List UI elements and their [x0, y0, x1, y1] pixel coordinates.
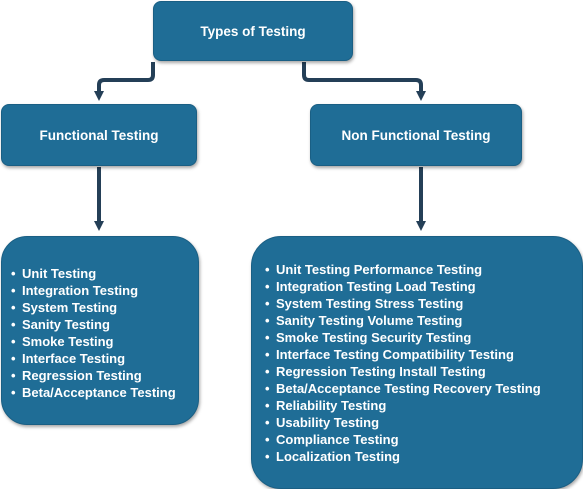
functional-testing-list: •Unit Testing •Integration Testing •Syst… [11, 265, 176, 401]
list-item: •Integration Testing Load Testing [265, 279, 476, 294]
list-item: •Regression Testing Install Testing [265, 364, 486, 379]
list-item: •Localization Testing [265, 449, 400, 464]
list-item: •Usability Testing [265, 415, 380, 430]
bullet-icon: • [265, 432, 270, 447]
non-functional-testing-list-box: •Unit Testing Performance Testing •Integ… [251, 236, 583, 489]
functional-testing-label: Functional Testing [39, 127, 159, 143]
root-node-label: Types of Testing [200, 23, 306, 39]
bullet-icon: • [265, 415, 270, 430]
non-functional-testing-list: •Unit Testing Performance Testing •Integ… [265, 261, 541, 465]
bullet-icon: • [11, 266, 16, 281]
bullet-icon: • [265, 347, 270, 362]
list-item: •Reliability Testing [265, 398, 387, 413]
bullet-icon: • [11, 334, 16, 349]
bullet-icon: • [11, 300, 16, 315]
bullet-icon: • [265, 262, 270, 277]
bullet-icon: • [265, 381, 270, 396]
list-item: •Interface Testing [11, 351, 126, 366]
non-functional-testing-node: Non Functional Testing [310, 104, 522, 166]
bullet-icon: • [265, 364, 270, 379]
list-item: •Beta/Acceptance Testing [11, 385, 176, 400]
functional-testing-list-box: •Unit Testing •Integration Testing •Syst… [1, 236, 199, 425]
list-item: •Unit Testing [11, 266, 97, 281]
list-item: •Unit Testing Performance Testing [265, 262, 483, 277]
bullet-icon: • [11, 283, 16, 298]
bullet-icon: • [265, 449, 270, 464]
bullet-icon: • [265, 398, 270, 413]
list-item: •Integration Testing [11, 283, 139, 298]
bullet-icon: • [11, 385, 16, 400]
list-item: •Beta/Acceptance Testing Recovery Testin… [265, 381, 541, 396]
connector-root-to-functional [94, 62, 155, 101]
bullet-icon: • [265, 279, 270, 294]
list-item: •Sanity Testing [11, 317, 110, 332]
list-item: •Compliance Testing [265, 432, 399, 447]
list-item: •System Testing [11, 300, 118, 315]
list-item: •Smoke Testing Security Testing [265, 330, 472, 345]
list-item: •Sanity Testing Volume Testing [265, 313, 463, 328]
bullet-icon: • [265, 330, 270, 345]
bullet-icon: • [265, 296, 270, 311]
bullet-icon: • [11, 368, 16, 383]
connector-root-to-nonfunctional [302, 62, 426, 101]
list-item: •Smoke Testing [11, 334, 114, 349]
list-item: •Interface Testing Compatibility Testing [265, 347, 514, 362]
root-node: Types of Testing [153, 1, 353, 61]
non-functional-testing-label: Non Functional Testing [341, 127, 491, 143]
bullet-icon: • [11, 317, 16, 332]
bullet-icon: • [11, 351, 16, 366]
list-item: •System Testing Stress Testing [265, 296, 464, 311]
functional-testing-node: Functional Testing [1, 104, 197, 166]
list-item: •Regression Testing [11, 368, 142, 383]
bullet-icon: • [265, 313, 270, 328]
